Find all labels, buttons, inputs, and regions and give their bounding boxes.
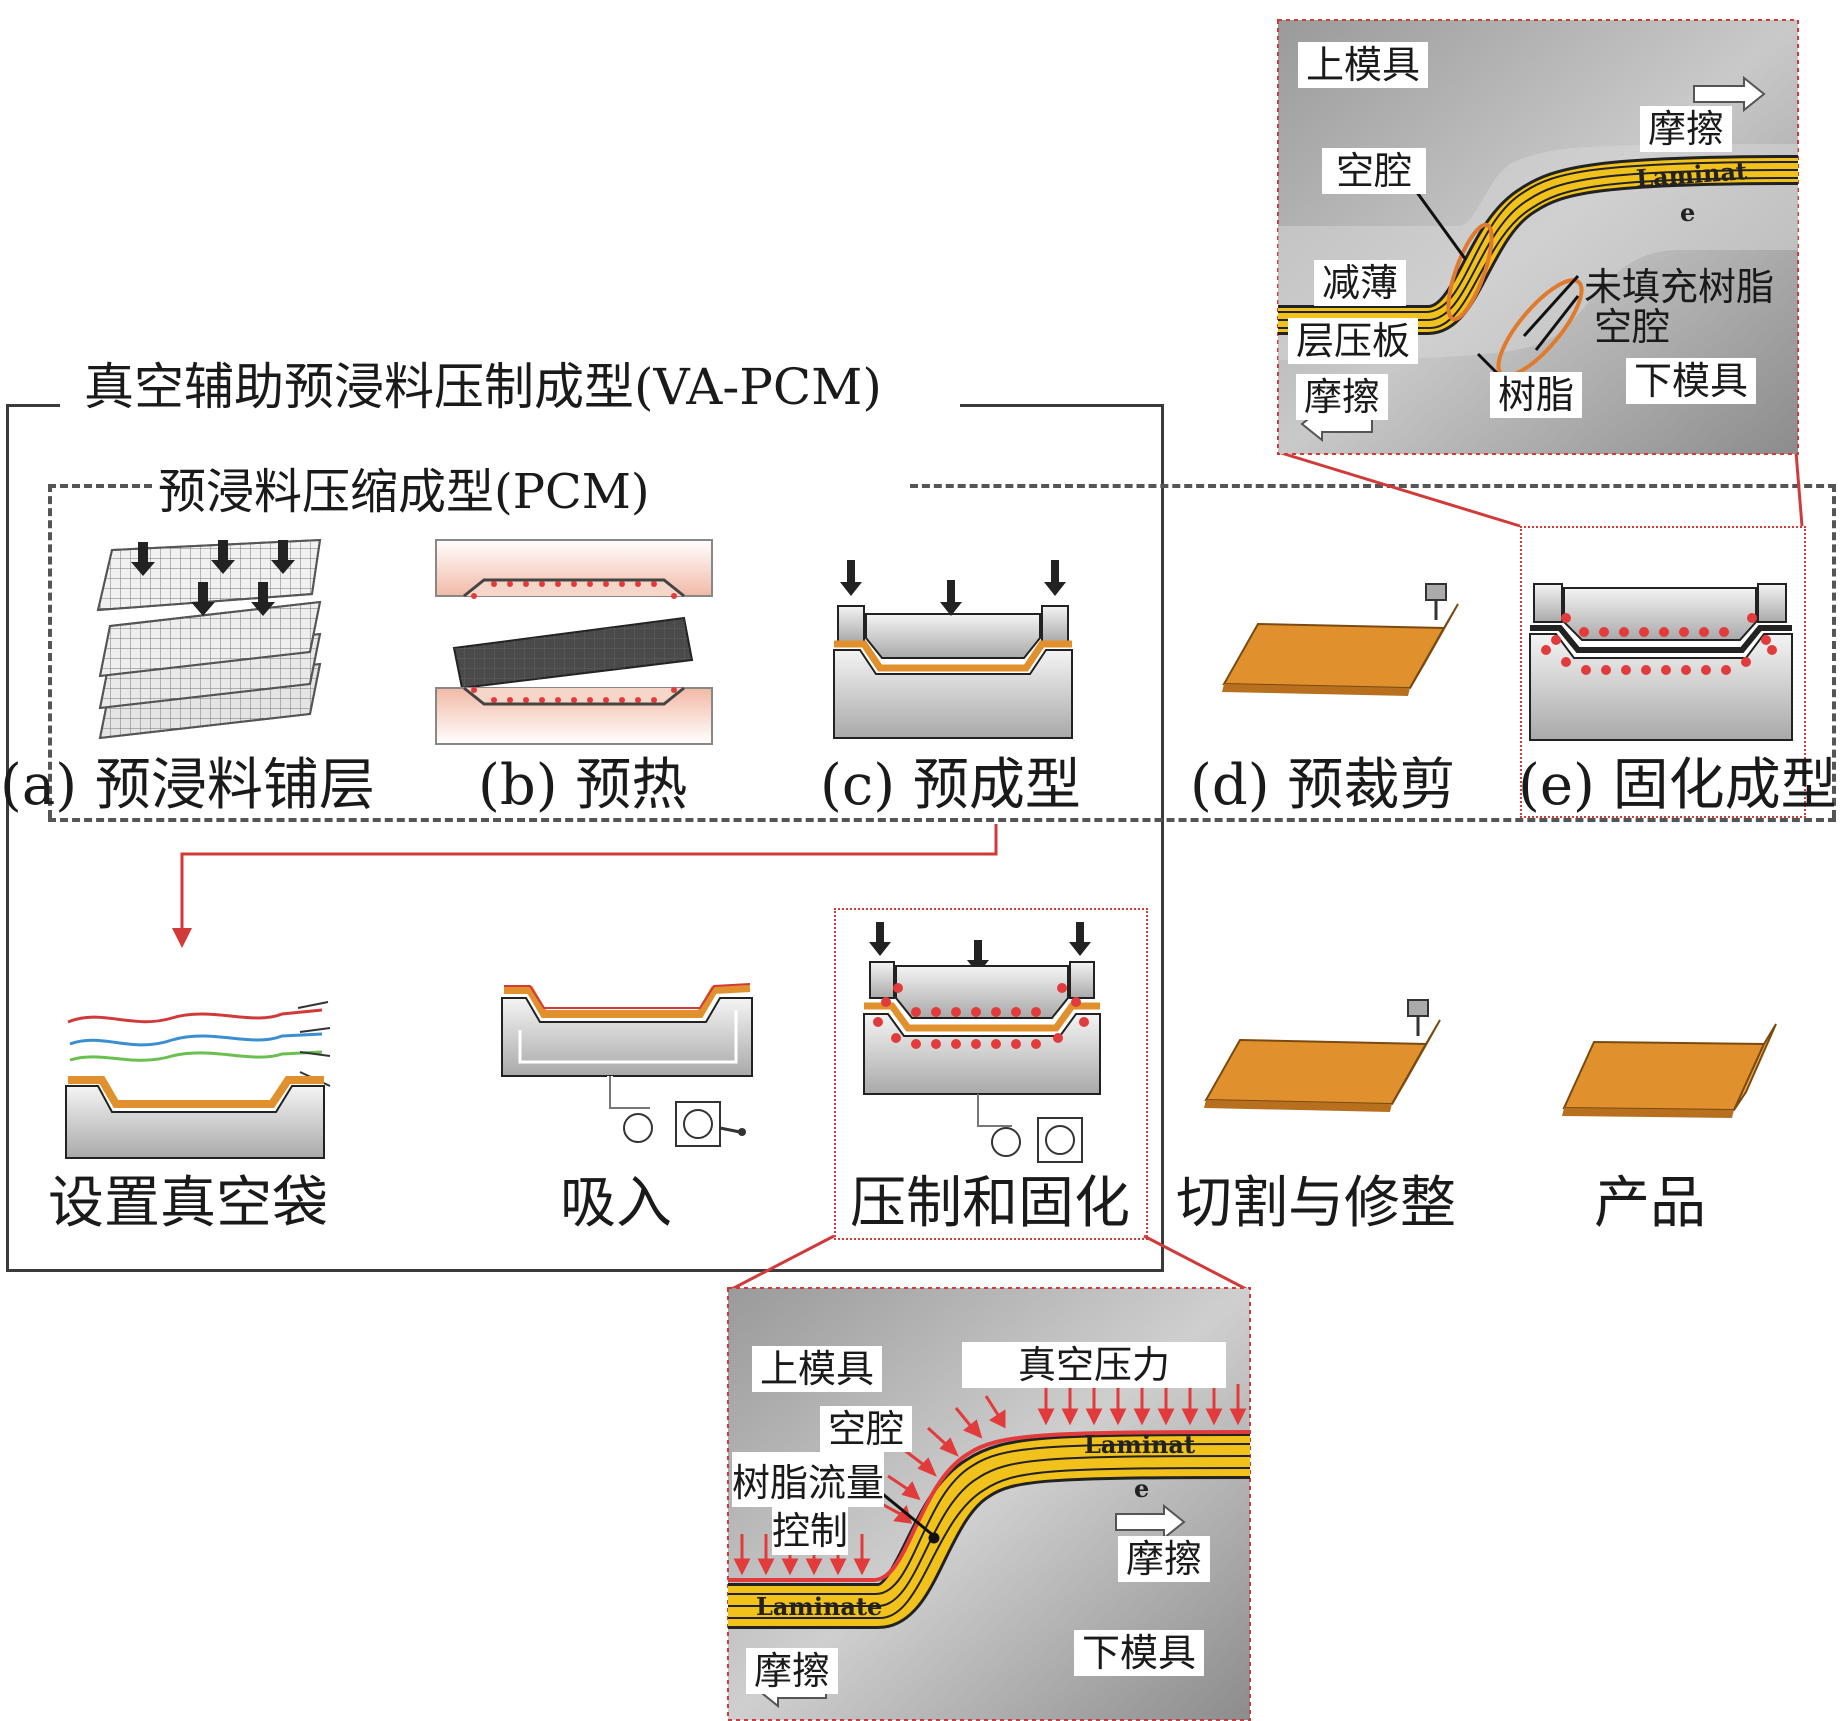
top-friction-label: 摩擦 xyxy=(1640,106,1733,152)
top-resin-label: 树脂 xyxy=(1490,372,1583,418)
va-pcm-title: 真空辅助预浸料压制成型(VA-PCM) xyxy=(84,358,882,416)
highlight-box-press xyxy=(834,908,1148,1240)
va-step-product-label: 产品 xyxy=(1594,1171,1706,1236)
bottom-friction-right-label: 摩擦 xyxy=(1118,1536,1211,1582)
top-laminate-cn-label: 层压板 xyxy=(1288,318,1419,364)
prepreg-layup-illustration xyxy=(96,538,322,740)
vacuum-bag-illustration xyxy=(65,1001,331,1159)
pretrim-illustration xyxy=(1222,583,1459,696)
product-illustration xyxy=(1562,1023,1777,1118)
pcm-title: 预浸料压缩成型(PCM) xyxy=(158,464,650,520)
top-thinning-label: 减薄 xyxy=(1314,260,1407,306)
top-laminate-en-suffix: e xyxy=(1680,198,1696,227)
pcm-step-d-label: (d) 预裁剪 xyxy=(1190,753,1456,818)
bottom-cavity-label: 空腔 xyxy=(820,1406,913,1452)
bottom-resin-flow-label-2: 控制 xyxy=(772,1500,849,1555)
bottom-friction-left-label: 摩擦 xyxy=(746,1648,839,1694)
intake-illustration xyxy=(501,983,753,1147)
bottom-lower-mold-label: 下模具 xyxy=(1074,1630,1205,1676)
bottom-laminate-en-suffix: e xyxy=(1134,1474,1150,1503)
pcm-step-e-label: (e) 固化成型 xyxy=(1518,753,1837,818)
va-step-intake-label: 吸入 xyxy=(560,1171,672,1236)
top-cavity-label: 空腔 xyxy=(1322,148,1427,194)
cure-illustration xyxy=(1529,583,1793,741)
highlight-box-e xyxy=(1520,526,1806,818)
pcm-frame-top-left xyxy=(48,484,152,488)
va-step-bag-label: 设置真空袋 xyxy=(48,1171,328,1236)
bottom-laminate-en-label-2: Laminate xyxy=(756,1592,883,1621)
pcm-frame-top-right xyxy=(910,484,1836,488)
bottom-vacuum-pressure-label: 真空压力 xyxy=(962,1342,1227,1388)
top-friction-bottom-label: 摩擦 xyxy=(1296,374,1389,420)
top-lower-mold-label: 下模具 xyxy=(1626,358,1757,404)
top-unfilled-resin-label: 未填充树脂 xyxy=(1584,265,1775,309)
pcm-step-a-label: (a) 预浸料铺层 xyxy=(0,753,375,818)
va-step-cut-label: 切割与修整 xyxy=(1176,1171,1456,1236)
pcm-step-c-label: (c) 预成型 xyxy=(820,753,1081,818)
top-unfilled-cavity-label: 空腔 xyxy=(1594,305,1671,349)
pcm-step-b-label: (b) 预热 xyxy=(478,753,688,818)
bottom-laminate-en-label: Laminat xyxy=(1084,1430,1196,1459)
press-cure-illustration xyxy=(863,922,1101,1163)
va-step-press-label: 压制和固化 xyxy=(850,1171,1130,1236)
top-upper-mold-label: 上模具 xyxy=(1298,42,1429,88)
pcm-frame-bottom xyxy=(48,818,1836,822)
flow-arrow xyxy=(172,824,998,948)
va-pcm-title-gap xyxy=(60,380,960,430)
preform-illustration xyxy=(833,560,1073,739)
pcm-frame-left xyxy=(48,484,52,818)
pcm-frame-right xyxy=(1832,484,1836,818)
cut-trim-illustration xyxy=(1204,999,1441,1112)
bottom-upper-mold-label: 上模具 xyxy=(752,1346,883,1392)
bottom-resin-flow-label: 树脂流量 xyxy=(732,1452,885,1507)
preheat-illustration xyxy=(435,539,713,745)
